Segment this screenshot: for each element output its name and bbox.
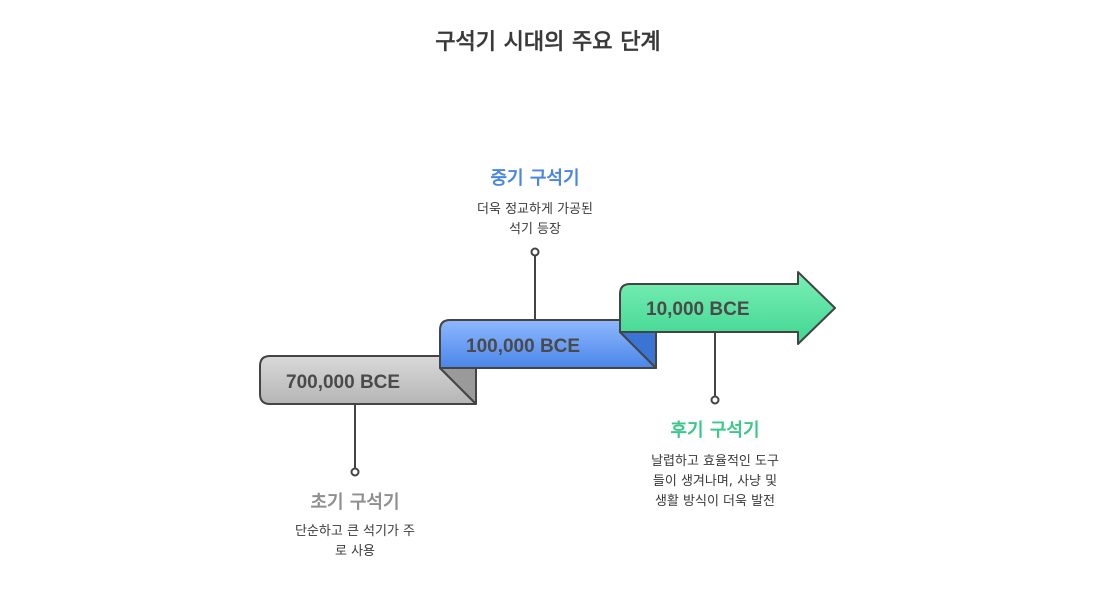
desc-line: 더욱 정교하게 가공된 [477,202,593,217]
desc-line: 석기 등장 [509,222,561,237]
stage-desc-middle: 더욱 정교하게 가공된 석기 등장 [435,200,635,240]
band-early: 700,000 BCE [259,355,477,405]
connector-middle [530,247,540,320]
desc-line: 로 사용 [334,544,375,559]
desc-line: 날렵하고 효율적인 도구 [651,454,779,469]
stage-name-early: 초기 구석기 [310,492,400,513]
band-middle: 100,000 BCE [439,319,657,369]
year-label-late: 10,000 BCE [646,299,750,320]
connector-late [710,332,720,405]
year-label-early: 700,000 BCE [286,372,400,393]
stage-name-middle: 중기 구석기 [490,168,580,189]
stage-desc-late: 날렵하고 효율적인 도구 들이 생겨나며, 사냥 및 생활 방식이 더욱 발전 [615,452,815,512]
connector-early [350,404,360,477]
desc-line: 생활 방식이 더욱 발전 [654,494,776,509]
arrow-late: 10,000 BCE [619,271,836,345]
diagram-title: 구석기 시대의 주요 단계 [435,30,661,55]
stage-name-late: 후기 구석기 [670,420,760,441]
desc-line: 단순하고 큰 석기가 주 [294,524,416,539]
stage-desc-early: 단순하고 큰 석기가 주 로 사용 [255,522,455,562]
year-label-middle: 100,000 BCE [466,336,580,357]
desc-line: 들이 생겨나며, 사냥 및 [652,474,778,489]
